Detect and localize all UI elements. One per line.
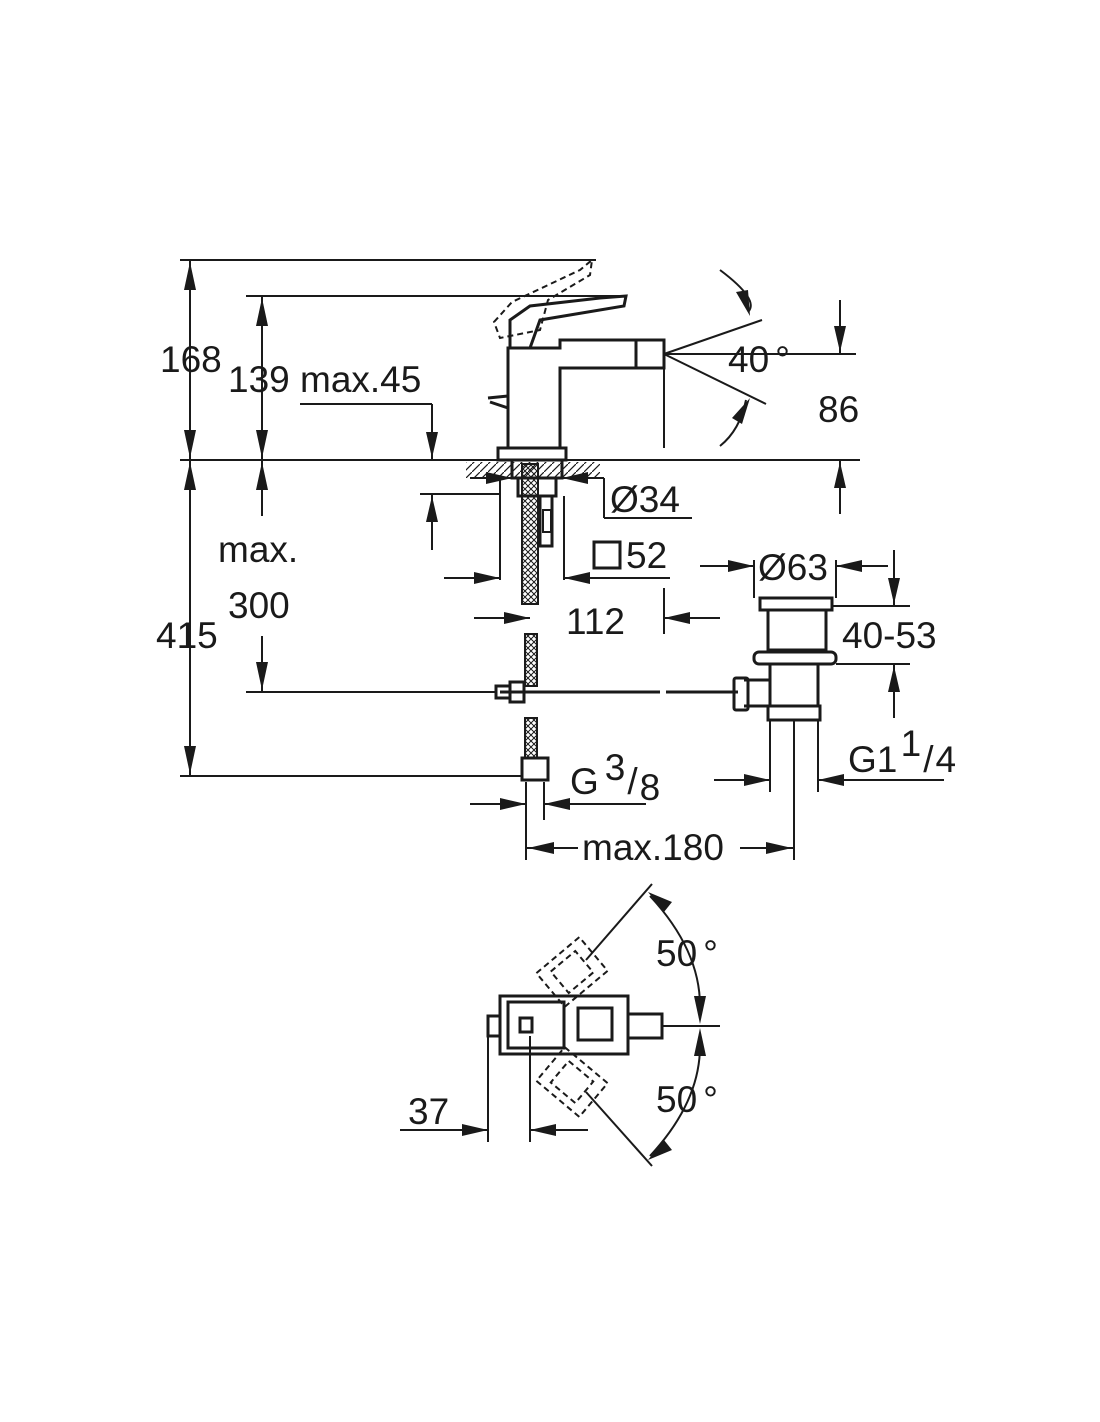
dim-86 (666, 300, 856, 514)
top-view: 50° 50° 37 (400, 883, 720, 1167)
label-168: 168 (160, 339, 222, 380)
angle-40-value: 40 (728, 339, 769, 380)
g114-denominator: 4 (935, 739, 956, 780)
angle-50-top-degree: ° (703, 933, 718, 974)
angle-50-bottom-value: 50 (656, 1079, 697, 1120)
g38-slash: / (627, 761, 638, 802)
dim-max180 (526, 720, 795, 860)
dim-139 (246, 295, 626, 460)
angle-50-top-value: 50 (656, 933, 697, 974)
dim-37 (400, 1036, 588, 1142)
label-max45: max.45 (300, 359, 421, 400)
dim-angle-40 (663, 269, 767, 448)
label-139: 139 (228, 359, 290, 400)
dim-sq52 (444, 478, 670, 584)
dim-dia63 (700, 560, 888, 598)
dim-300 (246, 460, 496, 693)
label-415: 415 (156, 615, 218, 656)
g114-slash: / (923, 739, 934, 780)
lever-rotated-up (535, 935, 609, 1009)
g38-main: G (570, 761, 599, 802)
label-37: 37 (408, 1091, 449, 1132)
angle-line-top (585, 883, 653, 961)
angle-40-degree: ° (775, 339, 790, 380)
angle-50-bottom-degree: ° (703, 1079, 718, 1120)
side-view: 168 139 max.45 40° (156, 257, 956, 868)
g114-main: G1 (848, 739, 896, 780)
g114-numerator: 1 (901, 723, 922, 764)
dim-g114 (714, 720, 944, 792)
label-86: 86 (818, 389, 859, 430)
dim-168 (180, 259, 596, 460)
label-sq52: 52 (626, 535, 667, 576)
label-angle-50-bottom: 50° (656, 1079, 718, 1120)
label-40-53: 40-53 (842, 615, 937, 656)
dim-angle-50-top (648, 892, 706, 1024)
dim-angle-50-bottom (648, 1028, 706, 1160)
g38-denominator: 8 (640, 767, 661, 808)
lever-rotated-down (535, 1045, 609, 1119)
dim-40-53 (832, 550, 910, 718)
label-dia63: Ø63 (758, 547, 828, 588)
label-angle-40: 40° (728, 339, 790, 380)
label-max: max. (218, 529, 298, 570)
dim-415 (180, 460, 522, 777)
dim-112 (474, 588, 720, 634)
label-112: 112 (566, 601, 625, 642)
square-symbol (592, 540, 622, 570)
angle-line-bottom (585, 1091, 653, 1167)
label-300: 300 (228, 585, 290, 626)
label-dia34: Ø34 (610, 479, 680, 520)
dim-dia34 (470, 472, 692, 519)
mixer-body (487, 257, 666, 462)
label-max180: max.180 (582, 827, 724, 868)
label-angle-50-top: 50° (656, 933, 718, 974)
dim-max45 (300, 403, 500, 550)
g38-numerator: 3 (605, 747, 626, 788)
under-counter-fixing (466, 458, 600, 782)
waste-drain (732, 596, 838, 722)
